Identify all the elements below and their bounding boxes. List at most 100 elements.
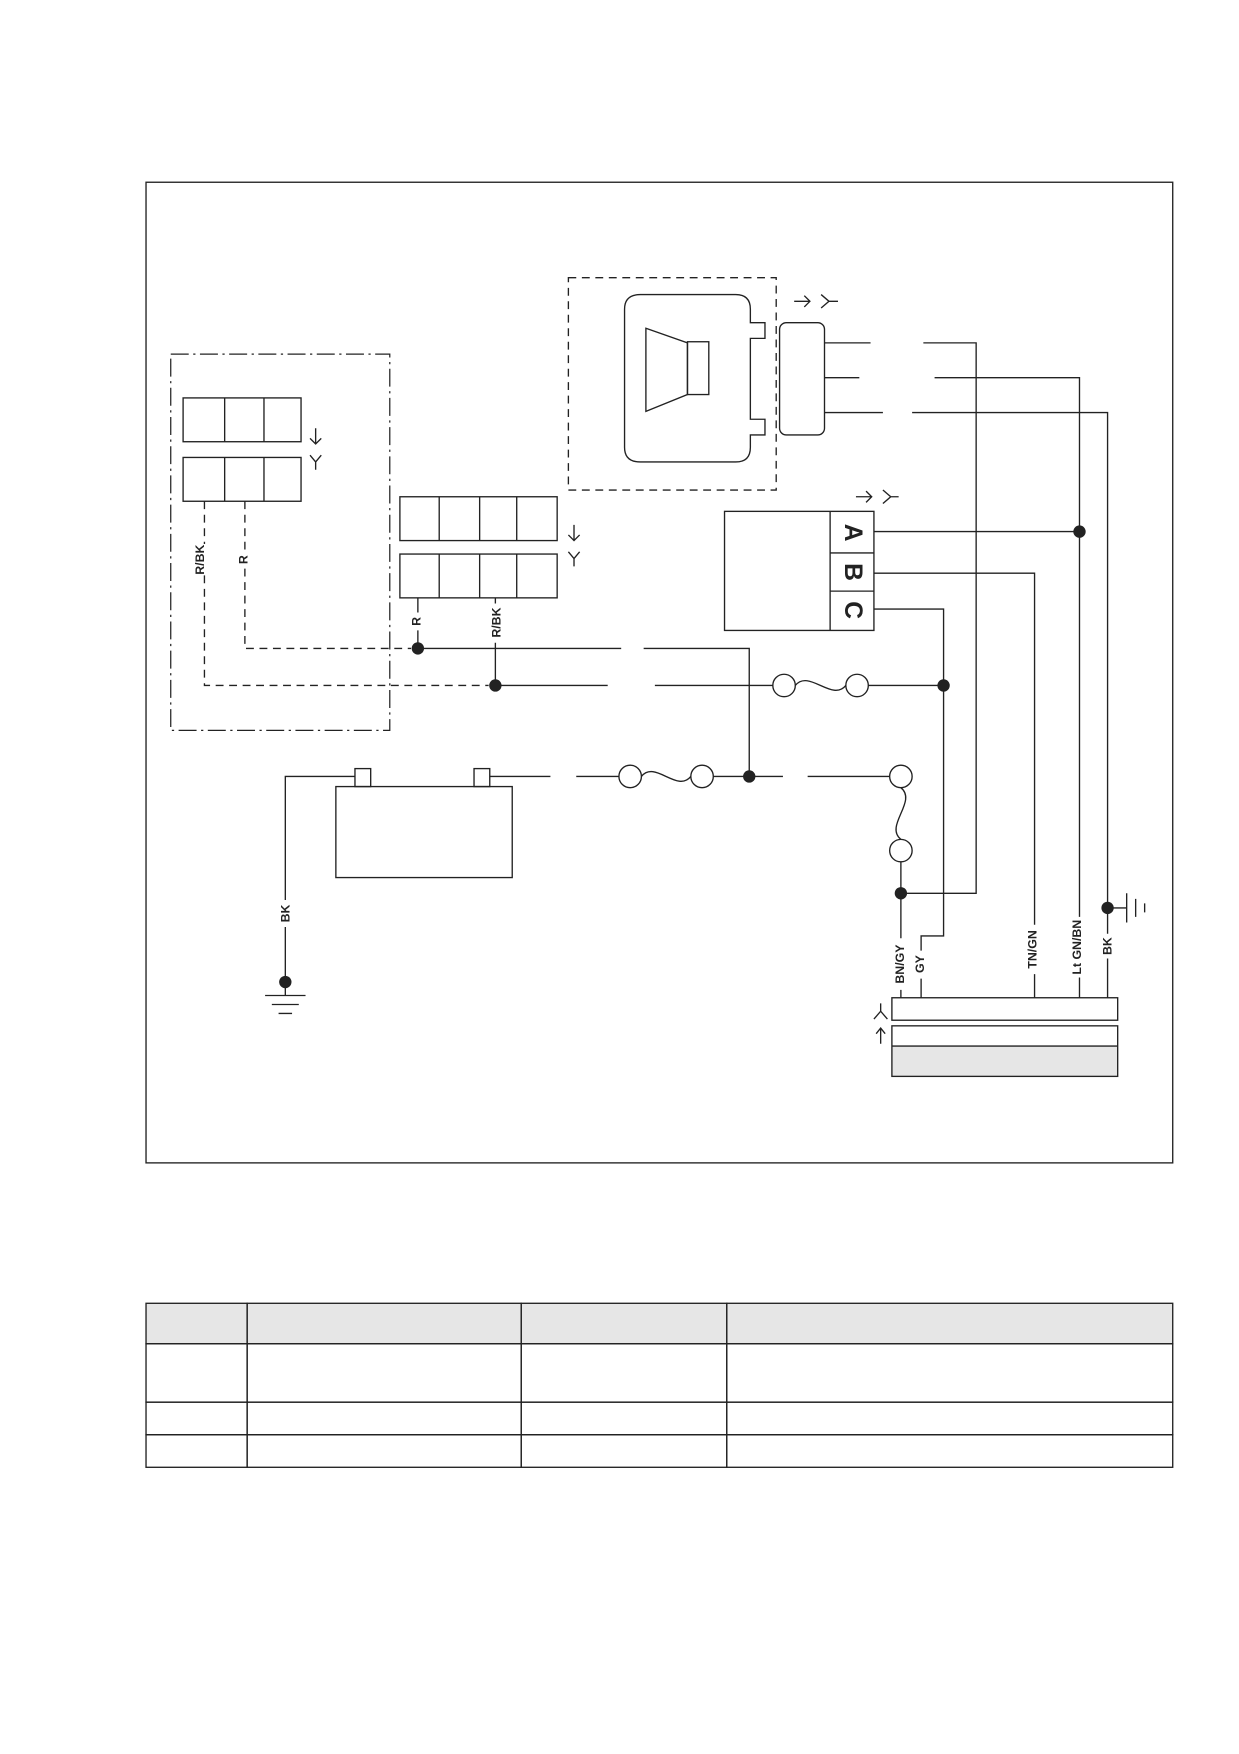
connector-upper-half [891, 997, 1119, 1021]
connector-cell-dividers [438, 496, 518, 541]
fuse-element [794, 679, 847, 691]
relay-connectors-middle [399, 496, 581, 599]
male-connector-icon [855, 490, 873, 503]
battery-body [335, 785, 513, 879]
module-terminal-dividers [829, 511, 874, 631]
wire-ground-bk [912, 411, 1109, 998]
horn-plug [778, 321, 826, 436]
male-connector-icon [309, 428, 322, 445]
female-connector-icon [309, 454, 322, 470]
wire-terminal-b-tn-gn [873, 572, 1036, 998]
male-connector-icon [875, 1027, 886, 1044]
fuse-terminal [618, 764, 643, 789]
harness-connector [873, 997, 1119, 1078]
connector-body [182, 456, 302, 502]
connector-cell-dividers [223, 397, 265, 442]
junction-dot [489, 679, 502, 692]
relay-box-left [170, 353, 391, 732]
wire-label-lt-gn-bn: Lt GN/BN [1070, 920, 1084, 975]
fuse-terminal [772, 673, 796, 698]
connector-lower-shade [891, 1046, 1118, 1077]
fuse-terminal [690, 764, 714, 789]
wire-r-feed [417, 647, 750, 777]
junction-dots [279, 525, 1114, 989]
wire-labels: R/BK R R R/BK BK BN/GY GY TN/GN Lt GN/BN… [193, 545, 1115, 984]
table-cell [145, 1343, 248, 1403]
wire-lt-gn-bn [934, 377, 1081, 998]
male-connector-icon [567, 524, 581, 542]
table-cell [520, 1401, 728, 1436]
wire-label-r: R [410, 617, 424, 626]
relay-box-outline [170, 353, 391, 732]
connector-body [399, 496, 558, 542]
table-cell [145, 1434, 248, 1468]
junction-dot [411, 642, 425, 655]
horn-assembly [567, 277, 838, 491]
table-cell [145, 1401, 248, 1436]
wire-label-r: R [237, 555, 251, 564]
table-cell [246, 1343, 522, 1403]
wire-horn-stubs [824, 342, 883, 414]
table-cell [520, 1434, 728, 1468]
battery-icon [335, 767, 513, 879]
female-connector-icon [820, 294, 838, 309]
wire-label-bk: BK [1101, 937, 1115, 955]
ground-icon [265, 994, 306, 1015]
battery-terminal-positive [473, 767, 491, 788]
wire-label-bk: BK [278, 905, 292, 923]
fuse-icon [772, 673, 869, 698]
module-body [723, 510, 875, 632]
terminal-a-label: A [839, 524, 866, 542]
wire-label-gy: GY [913, 954, 927, 973]
female-connector-icon [873, 1003, 888, 1020]
wire-left-relay-r [244, 501, 412, 650]
wire-label-r-bk: R/BK [489, 607, 503, 637]
relay-connector-lower [399, 553, 558, 599]
junction-dot [279, 975, 292, 989]
junction-dot [894, 887, 908, 900]
connector-cell-dividers [223, 457, 265, 502]
horn-icon [623, 293, 766, 463]
horn-driver [686, 341, 710, 396]
fuse-terminal [888, 838, 913, 863]
diagram-frame [145, 181, 1174, 1164]
female-connector-icon [882, 489, 899, 505]
female-connector-icon [567, 551, 581, 567]
fuse-terminal [888, 764, 913, 789]
terminal-b-label: B [839, 563, 866, 581]
table-cell [726, 1343, 1174, 1403]
wire-left-relay-r-bk [203, 501, 489, 687]
junction-dot [937, 679, 950, 692]
relay-connector-lower [182, 456, 302, 502]
connector-cell-dividers [438, 554, 518, 598]
relay-connector-upper [399, 496, 558, 542]
table-cell [726, 1434, 1174, 1468]
connector-body [399, 553, 558, 599]
wire-terminal-c-gy [873, 608, 945, 998]
fuse-terminal [845, 673, 869, 698]
wiring [203, 342, 1109, 998]
table-cell [246, 1434, 522, 1468]
fuse-icon [888, 764, 913, 863]
horn-boundary [567, 277, 777, 491]
fuse-icon [618, 764, 714, 789]
wire-label-tn-gn: TN/GN [1025, 930, 1039, 968]
relay-connector-upper [182, 397, 302, 443]
ground-icon [1107, 893, 1146, 923]
connector-body [182, 397, 302, 443]
wire-label-bn-gy: BN/GY [893, 944, 907, 984]
parts-table [145, 1302, 1174, 1468]
wire-label-r-bk: R/BK [193, 545, 207, 575]
connector-lower-half [891, 1025, 1119, 1078]
terminal-c-label: C [839, 601, 866, 619]
abc-module: A B C [723, 489, 899, 632]
fuse-element [895, 787, 907, 840]
junction-dot [1073, 525, 1086, 538]
table-cell [246, 1401, 522, 1436]
wire-battery-ground [284, 775, 355, 996]
male-connector-icon [794, 295, 811, 308]
junction-dot [743, 770, 756, 783]
fuse-element [640, 770, 692, 782]
